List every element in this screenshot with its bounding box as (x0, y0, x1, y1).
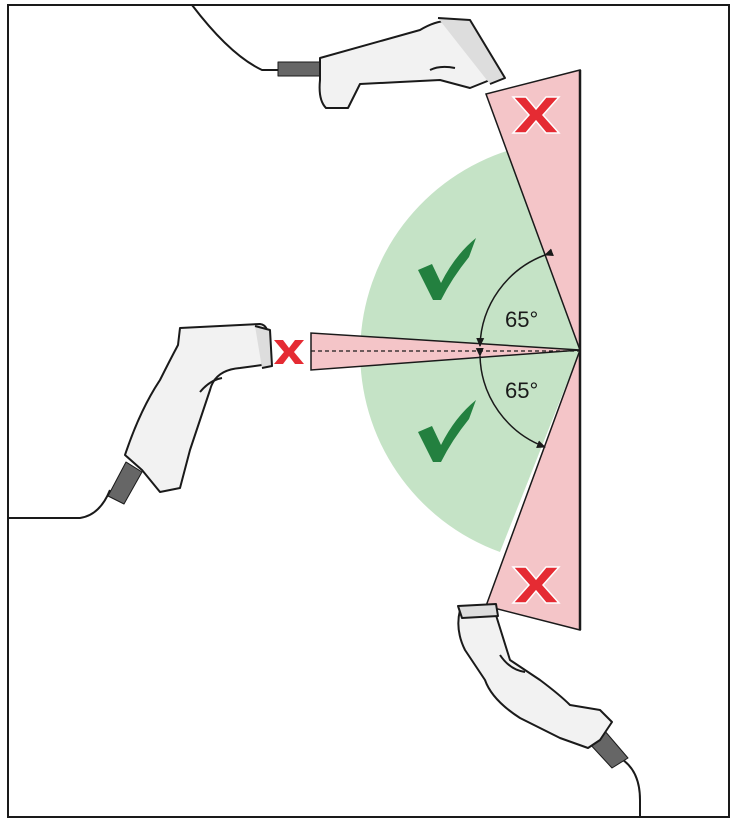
barcode-scanner-icon (191, 4, 506, 109)
angle-label-upper: 65° (505, 307, 538, 332)
angle-arc-lower (475, 347, 546, 448)
cross-mark-icon (274, 340, 304, 364)
frame-border (7, 4, 730, 818)
barcode-scanner-icon (8, 323, 273, 519)
check-mark-icon (418, 400, 476, 462)
cross-mark-icon (511, 96, 561, 134)
angle-label-lower: 65° (505, 378, 538, 403)
cross-mark-icon (511, 566, 561, 604)
barcode-scanner-icon (457, 603, 641, 817)
check-mark-icon (418, 238, 476, 300)
angle-arc-upper (476, 248, 554, 347)
